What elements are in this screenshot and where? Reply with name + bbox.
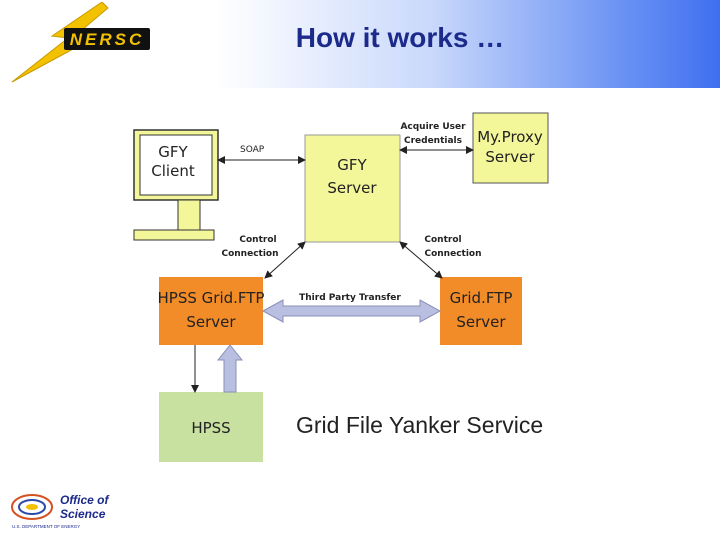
- monitor-base: [133, 229, 215, 241]
- control-left-label-1: Control: [239, 235, 276, 245]
- office-logo-line2: Science: [60, 507, 106, 521]
- hpss-gridftp-box: [159, 277, 263, 345]
- office-of-science-logo: Office of Science U.S. DEPARTMENT OF ENE…: [11, 493, 109, 529]
- service-title: Grid File Yanker Service: [296, 412, 544, 438]
- acquire-label-1: Acquire User: [400, 122, 466, 132]
- nersc-logo-text: NERSC: [70, 30, 145, 49]
- third-party-label: Third Party Transfer: [299, 293, 401, 303]
- gridftp-label-2: Server: [456, 313, 506, 331]
- soap-label: SOAP: [240, 145, 265, 155]
- gridftp-label-1: Grid.FTP: [450, 289, 513, 307]
- gfy-server-label-2: Server: [327, 179, 377, 197]
- monitor-stand: [177, 199, 201, 231]
- hpss-box: [159, 392, 263, 462]
- control-right-label-1: Control: [424, 235, 461, 245]
- office-logo-line1: Office of: [60, 493, 109, 507]
- client-label-1: GFY: [158, 143, 188, 161]
- hpss-gridftp-label-2: Server: [186, 313, 236, 331]
- hpss-label: HPSS: [191, 419, 230, 437]
- myproxy-label-2: Server: [485, 148, 535, 166]
- hpss-up-arrow: [216, 344, 244, 393]
- nersc-logo-plate: [64, 28, 150, 50]
- client-monitor: GFY Client: [133, 129, 219, 241]
- control-connector-left: [264, 241, 306, 279]
- gridftp-box: [440, 277, 522, 345]
- gfy-server-box: [304, 134, 401, 243]
- control-right-label-2: Connection: [424, 249, 481, 259]
- office-logo-line3: U.S. DEPARTMENT OF ENERGY: [12, 524, 80, 529]
- third-party-transfer-arrow: [261, 299, 442, 323]
- monitor-screen: [139, 134, 213, 196]
- control-left-label-2: Connection: [221, 249, 278, 259]
- client-label-2: Client: [151, 162, 195, 180]
- gfy-server-label-1: GFY: [337, 156, 367, 174]
- control-connector-right: [399, 241, 443, 279]
- hpss-gridftp-label-1: HPSS Grid.FTP: [158, 289, 265, 307]
- doe-emblem-icon: [11, 494, 53, 520]
- lightning-bolt-icon: [11, 2, 109, 83]
- acquire-label-2: Credentials: [404, 136, 462, 146]
- slide-title: How it works …: [295, 22, 505, 53]
- nersc-logo: NERSC: [11, 2, 150, 83]
- myproxy-label-1: My.Proxy: [477, 128, 543, 146]
- myproxy-server-box: [472, 112, 549, 184]
